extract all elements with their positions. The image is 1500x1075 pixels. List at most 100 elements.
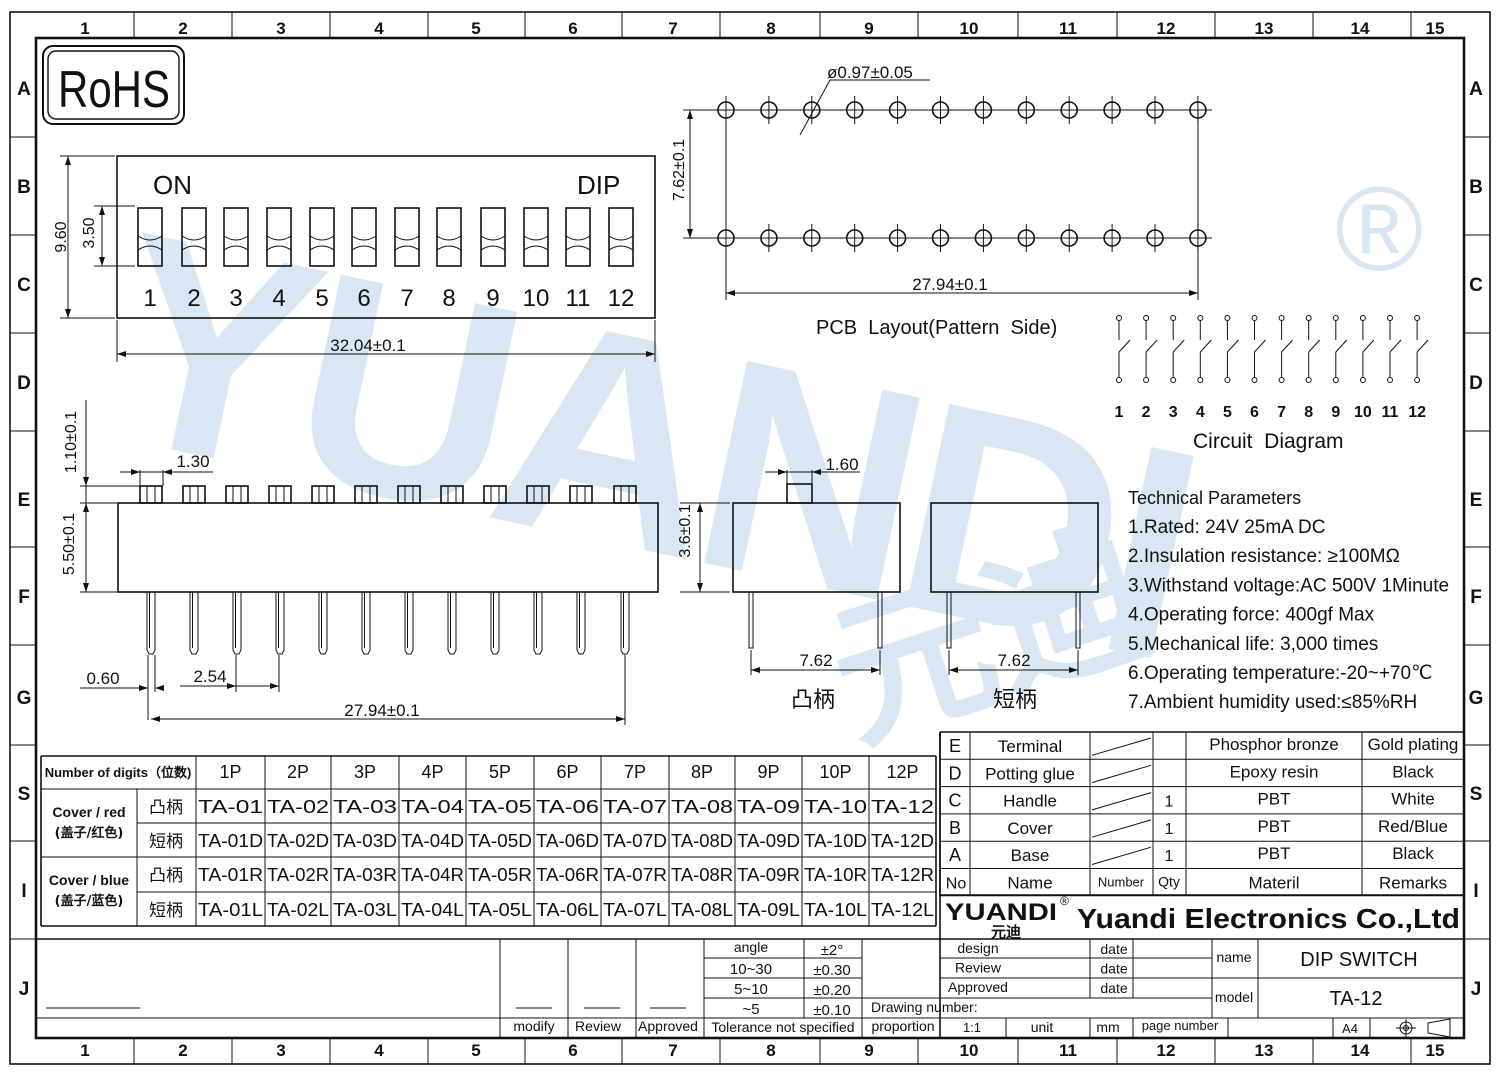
frame-col-bottom: 4 (374, 1041, 384, 1060)
part-material: PBT (1257, 817, 1290, 836)
side-actuator (225, 485, 249, 504)
rule-line (1416, 339, 1429, 353)
dim-pin-width: 0.60 (86, 669, 119, 688)
model-code: TA-04 (401, 797, 464, 817)
frame-col-top: 5 (471, 19, 480, 38)
model-code: TA-06 (536, 797, 599, 817)
model-code: TA-04L (401, 900, 464, 920)
rule-line (1091, 792, 1152, 811)
company-name: Yuandi Electronics Co.,Ltd (1077, 903, 1460, 934)
model-code: TA-09D (737, 831, 800, 851)
rohs-text: RoHS (58, 61, 170, 119)
paper-size: A4 (1342, 1021, 1358, 1036)
model-code: TA-08D (671, 831, 733, 851)
rule-line (1254, 339, 1266, 353)
rule-line (1091, 764, 1152, 784)
dim-width: 32.04±0.1 (330, 336, 406, 355)
side-actuator (311, 485, 335, 504)
flush-width: 7.62 (997, 651, 1030, 670)
model-code: TA-10D (804, 831, 867, 851)
frame-row-left: E (18, 490, 31, 511)
part-remarks: Black (1392, 762, 1434, 781)
frame-row-right: D (1469, 373, 1483, 394)
flush-label: 短柄 (993, 688, 1037, 713)
dim-end-actuator: 1.60 (825, 455, 858, 474)
digit-header: 8P (691, 762, 713, 782)
projection-cone (1427, 1018, 1451, 1038)
frame-col-bottom: 11 (1059, 1041, 1077, 1060)
digit-header: 7P (624, 762, 646, 782)
rule-line (1145, 339, 1158, 353)
circuit-caption: Circuit Diagram (1193, 430, 1344, 453)
revision-label: Review (575, 1018, 622, 1034)
end-view-raised: 1.60 3.6±0.1 7.62 凸柄 (677, 455, 901, 713)
part-remarks: Red/Blue (1378, 817, 1448, 836)
circuit-node (1116, 377, 1122, 383)
model-code: TA-10 (804, 797, 867, 817)
sign-label: Approved (948, 979, 1008, 995)
side-actuators-pins (139, 485, 637, 655)
dim-body-height: 5.50±0.1 (61, 513, 78, 575)
part-no: C (949, 791, 962, 811)
dim-actuator-height: 1.10±0.1 (63, 411, 80, 473)
frame-col-bottom: 10 (960, 1041, 979, 1060)
sign-label: Review (955, 960, 1002, 976)
switch-number: 6 (357, 285, 370, 312)
model-code: TA-08 (671, 797, 733, 817)
frame-col-bottom: 8 (766, 1041, 775, 1060)
frame-col-top: 4 (374, 19, 384, 38)
rule-line (1362, 339, 1375, 353)
frame-row-right: J (1471, 979, 1482, 1000)
slider-knob (608, 235, 634, 251)
part-no: A (949, 845, 961, 865)
frame-col-bottom: 12 (1157, 1041, 1176, 1060)
frame-col-bottom: 15 (1426, 1041, 1445, 1060)
model-code: TA-03D (333, 831, 397, 851)
tech-item: 7.Ambient humidity used:≤85%RH (1128, 692, 1417, 713)
circuit-node (1414, 315, 1421, 321)
digit-header: 1P (219, 762, 241, 782)
digit-header: 2P (287, 762, 309, 782)
frame-row-left: J (19, 979, 30, 1000)
part-qty: 1 (1165, 821, 1174, 838)
side-actuator (182, 485, 206, 504)
switch-number: 12 (608, 285, 635, 312)
part-no: D (949, 763, 962, 783)
slider-knob (480, 235, 506, 251)
parts-header-name: Name (1007, 874, 1052, 893)
rule-line (1172, 339, 1185, 353)
slider-window (608, 207, 634, 267)
group-label-cn: (盖子/红色) (55, 825, 124, 841)
circuit-node (1170, 315, 1177, 321)
circuit-node (1387, 377, 1393, 383)
technical-parameters: Technical Parameters 1.Rated: 24V 25mA D… (1128, 488, 1449, 713)
frame-col-top: 8 (766, 19, 775, 38)
frame-col-bottom: 1 (80, 1041, 89, 1060)
part-name: Terminal (998, 737, 1062, 756)
model-code: TA-05L (468, 900, 532, 920)
side-view: 1.10±0.1 1.30 5.50±0.1 0.60 2.54 27.94±0… (61, 400, 659, 725)
frame-col-bottom: 7 (668, 1041, 677, 1060)
slider-window (309, 207, 335, 267)
raised-width: 7.62 (799, 651, 832, 670)
circuit-number: 10 (1354, 404, 1372, 421)
frame-col-bottom: 2 (178, 1041, 187, 1060)
rule-line (1308, 339, 1321, 353)
tech-item: 3.Withstand voltage:AC 500V 1Minute (1128, 575, 1449, 596)
name-label: name (1216, 949, 1251, 965)
frame-col-top: 13 (1255, 19, 1274, 38)
circuit-node (1251, 315, 1258, 321)
tech-item: 6.Operating temperature:-20~+70℃ (1128, 663, 1432, 684)
model-code: TA-10L (804, 900, 867, 920)
watermark-registered: ® (1335, 162, 1423, 296)
row-type: 短柄 (149, 901, 183, 921)
switch-number: 8 (442, 285, 455, 312)
model-code: TA-02R (267, 865, 329, 885)
drawing-number-label: Drawing number: (871, 999, 978, 1015)
model-code: TA-01D (198, 831, 263, 851)
part-name: Handle (1003, 792, 1057, 811)
model-code: TA-09R (737, 865, 800, 885)
slider-window (223, 207, 249, 267)
